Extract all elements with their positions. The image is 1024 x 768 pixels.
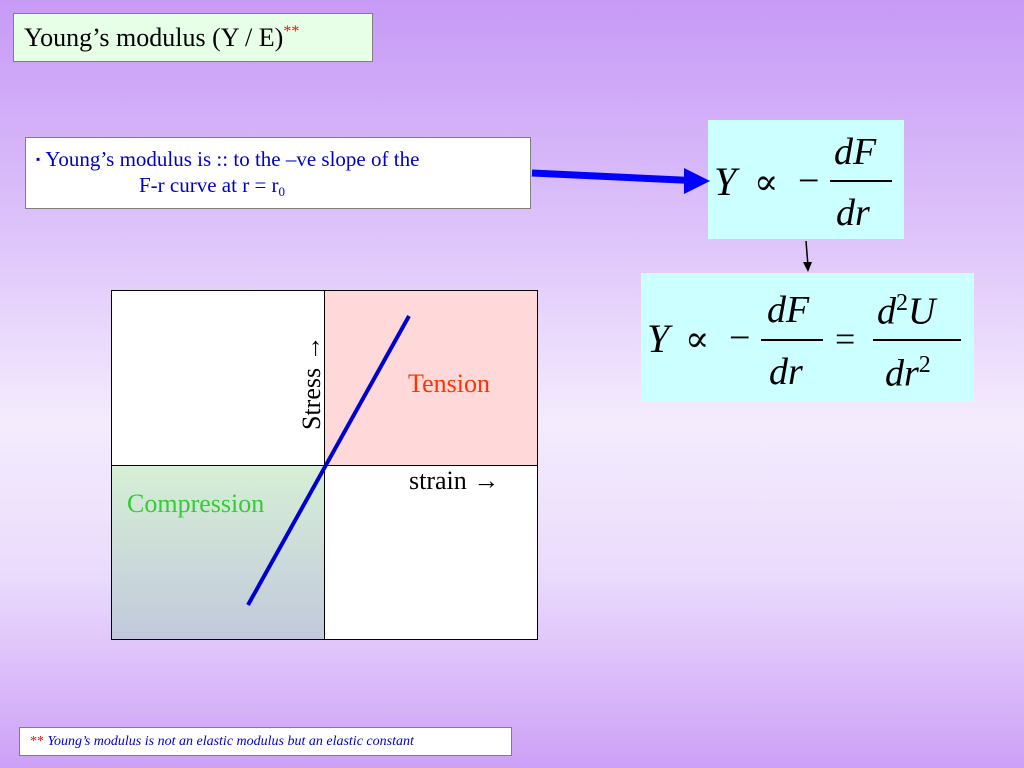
slide-title: Young’s modulus (Y / E)** <box>13 13 373 62</box>
footnote-marker: ** <box>30 734 44 749</box>
eq2-fraction-bar-2 <box>873 339 961 341</box>
quadrant-bottom-right <box>324 465 538 640</box>
eq2-numerator-2: d2U <box>877 291 935 331</box>
definition-text-1: Young’s modulus is :: to the –ve slope o… <box>45 147 420 171</box>
definition-line-1: ▪ Young’s modulus is :: to the –ve slope … <box>36 146 419 172</box>
eq2-y: Y <box>647 316 670 361</box>
footnote: ** Young’s modulus is not an elastic mod… <box>19 727 512 756</box>
eq1-proportional-sign: ∝ <box>754 162 779 202</box>
eq2-fraction-bar-1 <box>761 339 823 341</box>
blue-arrowhead-icon <box>684 168 710 194</box>
eq2-numerator-2-exponent: 2 <box>896 290 908 316</box>
title-footnote-marker: ** <box>283 23 300 40</box>
second-derivative-equation: Y ∝ − dF dr = d2U dr2 <box>641 273 974 402</box>
eq2-numerator-1: dF <box>767 289 810 331</box>
blue-pointer-arrow <box>531 169 703 185</box>
eq1-y: Y <box>714 159 737 204</box>
tension-quadrant <box>324 290 538 466</box>
r0-subscript: 0 <box>278 184 286 199</box>
eq1-fraction-bar <box>830 180 892 182</box>
compression-quadrant <box>111 465 325 640</box>
eq2-denominator-2-exponent: 2 <box>918 352 931 378</box>
eq2-proportional-sign: ∝ <box>685 319 710 359</box>
down-arrowhead-icon <box>803 262 812 272</box>
eq1-denominator: dr <box>836 192 870 234</box>
definition-line-2: F-r curve at r = r0 <box>139 172 285 205</box>
eq2-denominator-2-dr: dr <box>885 352 919 395</box>
eq2-equals: = <box>835 319 856 359</box>
definition-text-2: F-r curve at r = r <box>139 173 279 197</box>
proportionality-equation: Y ∝ − dF dr <box>708 120 904 239</box>
small-down-arrow <box>805 240 809 267</box>
stress-strain-line <box>246 315 411 606</box>
footnote-text: Young’s modulus is not an elastic modulu… <box>44 734 414 749</box>
eq2-numerator-2-u: U <box>908 290 936 333</box>
tension-label: Tension <box>408 369 490 398</box>
eq2-denominator-2: dr2 <box>885 353 931 393</box>
eq2-numerator-2-d: d <box>877 290 896 333</box>
title-text: Young’s modulus (Y / E) <box>24 23 284 52</box>
eq2-denominator-1: dr <box>769 351 803 393</box>
bullet-square-icon: ▪ <box>36 152 41 166</box>
eq1-numerator: dF <box>834 131 877 173</box>
definition-box: ▪ Young’s modulus is :: to the –ve slope … <box>25 137 531 209</box>
eq1-minus: − <box>798 160 820 202</box>
compression-label: Compression <box>127 489 265 518</box>
strain-axis-label: strain → <box>409 466 500 495</box>
eq2-minus: − <box>729 317 751 359</box>
